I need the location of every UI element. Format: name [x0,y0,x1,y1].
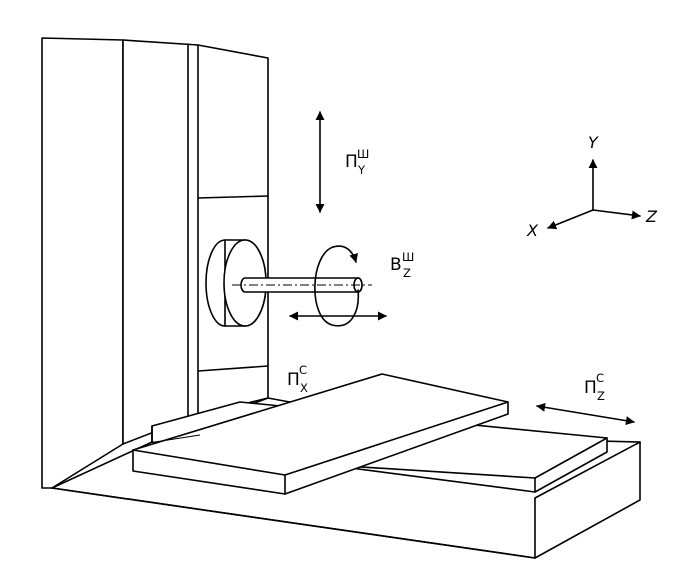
coordinate-axes: Y Z X [526,133,658,240]
svg-text:В: В [390,255,402,275]
svg-text:С: С [299,363,307,377]
axis-label-z: Z [645,207,658,226]
axis-label-x: X [526,221,539,240]
svg-text:Y: Y [357,163,366,177]
label-spindle-rot-z: В Ш Z [390,250,414,280]
svg-text:Z: Z [597,389,605,403]
svg-text:Z: Z [403,266,411,280]
svg-text:П: П [345,152,358,172]
axis-label-y: Y [588,133,599,152]
svg-text:П: П [584,378,597,398]
label-table-z: П С Z [584,371,605,403]
label-table-x: П С X [287,363,308,395]
rotation-arrow-bz [314,245,360,327]
svg-text:X: X [300,381,308,395]
spindle-shaft [232,277,372,293]
machine-column [41,37,269,489]
svg-text:Ш: Ш [402,250,414,264]
svg-text:П: П [287,370,300,390]
svg-text:С: С [596,371,604,385]
label-spindle-y: П Ш Y [345,147,369,177]
svg-text:Ш: Ш [357,147,369,161]
x-table [132,373,509,495]
table-z-arrow [536,402,635,426]
